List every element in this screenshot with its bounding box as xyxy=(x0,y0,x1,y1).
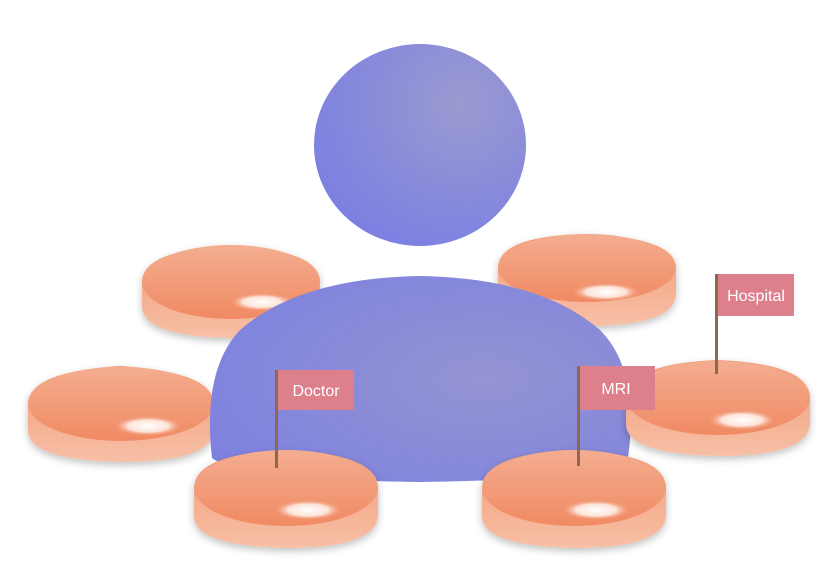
flag-hospital: Hospital xyxy=(715,274,794,374)
flag-pole xyxy=(275,370,278,468)
flag-pole xyxy=(577,366,580,466)
flag-pole xyxy=(715,274,718,374)
pad-bottom-right xyxy=(482,450,666,548)
flag-label-mri: MRI xyxy=(601,381,630,398)
flag-label-hospital: Hospital xyxy=(727,288,785,305)
pad-bottom-left xyxy=(194,450,378,548)
pad-right xyxy=(626,360,810,456)
flag-mri: MRI xyxy=(577,366,655,466)
pad-top-left xyxy=(142,245,320,338)
flag-banner xyxy=(718,274,794,316)
flag-banner xyxy=(278,370,354,410)
flag-label-doctor: Doctor xyxy=(292,383,340,400)
flag-doctor: Doctor xyxy=(275,370,354,468)
person-body-icon xyxy=(209,276,631,482)
person-head-icon xyxy=(314,44,526,246)
flag-banner xyxy=(580,366,655,410)
pad-middle-left xyxy=(28,366,214,462)
